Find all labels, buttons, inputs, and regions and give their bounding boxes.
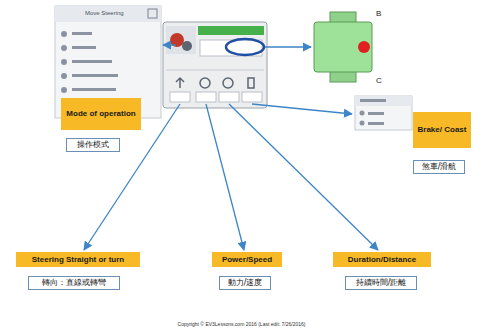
orange-label: Brake/ Coast: [413, 112, 471, 148]
label-text: Mode of operation: [66, 109, 135, 118]
leader-arrows: [84, 45, 378, 250]
label-text: Duration/Distance: [348, 255, 416, 264]
label-text: 動力/速度: [228, 278, 263, 288]
motor-port: B: [376, 9, 381, 18]
orange-label: Power/Speed: [212, 252, 282, 267]
label-text: 轉向：直線或轉彎: [42, 278, 106, 288]
orange-label: Mode of operation: [61, 98, 141, 130]
translation-box: 煞車/滑航: [413, 160, 465, 174]
orange-label: Duration/Distance: [333, 252, 431, 267]
panel-title: Move Steering: [85, 10, 124, 16]
copyright-caption: Copyright © EV3Lessons.com 2016 (Last ed…: [0, 321, 483, 327]
move-steering-block: [163, 22, 267, 108]
motor-port: C: [376, 76, 382, 85]
translation-box: 持續時間/距離: [345, 276, 417, 290]
label-text: Power/Speed: [222, 255, 272, 264]
label-text: Steering Straight or turn: [32, 255, 124, 264]
label-text: Brake/ Coast: [418, 125, 467, 134]
label-text: 煞車/滑航: [422, 162, 457, 172]
translation-box: 動力/速度: [219, 276, 271, 290]
label-text: 操作模式: [77, 140, 109, 150]
robot-illustration: [314, 12, 372, 82]
label-text: 持續時間/距離: [356, 278, 407, 288]
brake-menu-panel: [355, 96, 412, 130]
orange-label: Steering Straight or turn: [16, 252, 140, 267]
translation-box: 轉向：直線或轉彎: [28, 276, 120, 290]
translation-box: 操作模式: [66, 138, 120, 152]
